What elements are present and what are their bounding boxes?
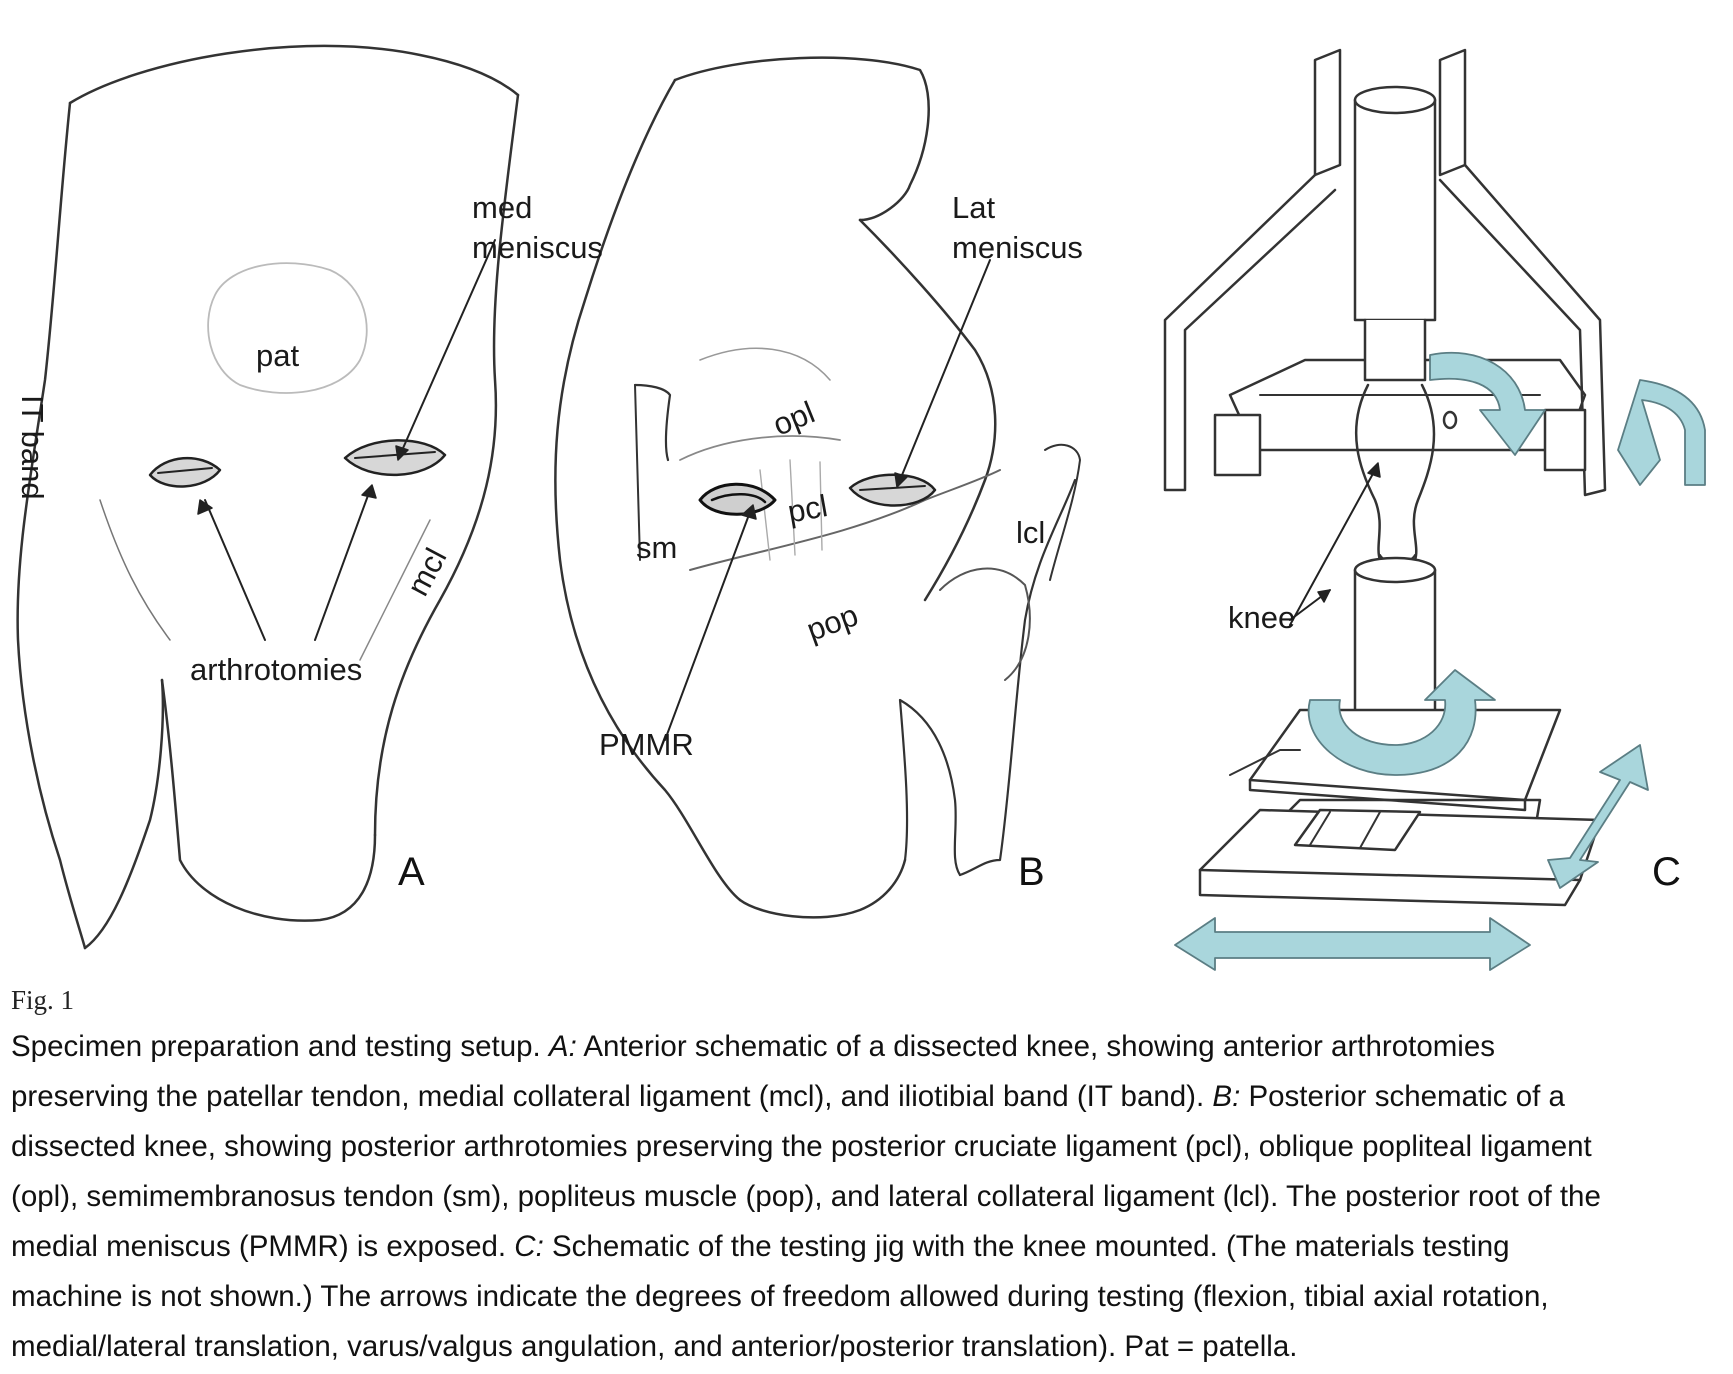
caption-line-3: dissected knee, showing posterior arthro… xyxy=(11,1130,1592,1163)
label-lat-meniscus: meniscus xyxy=(952,230,1083,265)
figure-label: Fig. 1 xyxy=(11,985,75,1015)
figure-illustration: med meniscus pat IT band mcl arthrotomie… xyxy=(15,44,1706,971)
caption-line-6: machine is not shown.) The arrows indica… xyxy=(11,1280,1549,1313)
flexion-arrow xyxy=(1429,351,1546,456)
panel-c-dof-arrows xyxy=(1174,351,1706,971)
label-med: med xyxy=(472,190,533,225)
label-lat: Lat xyxy=(952,190,996,225)
label-pmmr: PMMR xyxy=(599,727,694,762)
anterior-posterior-arrow xyxy=(1547,744,1649,889)
label-arthrotomies: arthrotomies xyxy=(190,652,363,687)
panel-letter-c: C xyxy=(1652,850,1681,894)
label-pat: pat xyxy=(256,338,300,373)
caption-line-4: (opl), semimembranosus tendon (sm), popl… xyxy=(11,1180,1601,1213)
panel-a-knee-drawing xyxy=(16,44,520,950)
caption-line-5: medial meniscus (PMMR) is exposed. C: Sc… xyxy=(11,1230,1510,1263)
panel-b-knee-drawing xyxy=(554,56,1081,919)
varus-valgus-arrow xyxy=(1617,379,1706,486)
figure-drawing xyxy=(16,44,1706,971)
caption-line-1: Specimen preparation and testing setup. … xyxy=(11,1030,1496,1063)
caption-line-7: medial/lateral translation, varus/valgus… xyxy=(11,1330,1298,1363)
medial-lateral-arrow xyxy=(1174,917,1531,971)
panel-c-jig-drawing xyxy=(1163,48,1607,907)
figure-caption: Specimen preparation and testing setup. … xyxy=(11,1022,1727,1372)
panel-letter-a: A xyxy=(398,850,425,894)
label-knee: knee xyxy=(1228,600,1296,635)
label-sm: sm xyxy=(636,530,678,565)
caption-line-2: preserving the patellar tendon, medial c… xyxy=(11,1080,1565,1113)
label-pcl: pcl xyxy=(785,488,831,530)
label-it-band: IT band xyxy=(15,395,50,500)
panel-letter-b: B xyxy=(1018,850,1045,894)
axial-rotation-arrow xyxy=(1307,669,1496,776)
label-lcl: lcl xyxy=(1016,515,1046,550)
label-med-meniscus: meniscus xyxy=(472,230,603,265)
